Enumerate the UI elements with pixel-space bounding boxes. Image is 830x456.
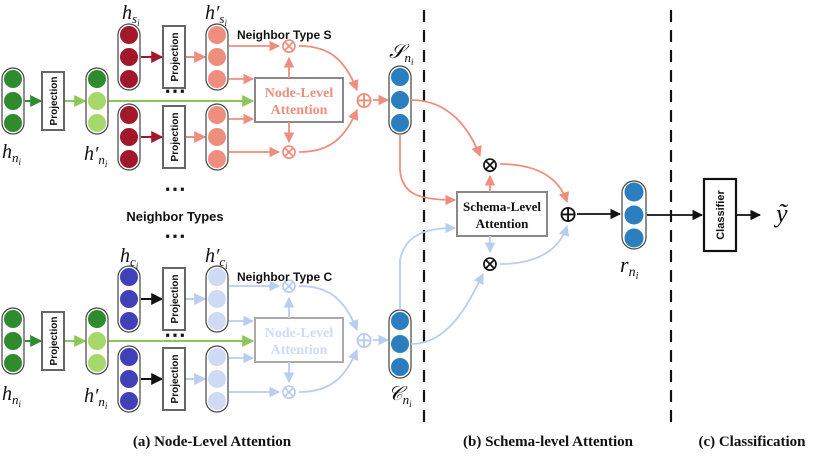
oplus-schema: ⊕ xyxy=(558,202,578,228)
label-neighbor-type-s: Neighbor Type S xyxy=(237,28,331,42)
projection-box-bottom: Projection xyxy=(41,311,65,371)
curve-S-to-otimes xyxy=(410,99,482,158)
classifier-label: Classifier xyxy=(715,190,727,240)
projection-box-s-lower: Projection xyxy=(162,105,186,169)
label-C: 𝒞ni xyxy=(388,383,412,409)
projection-label: Projection xyxy=(170,275,181,324)
h-n-vector-top xyxy=(1,67,25,135)
label-S: 𝒮ni xyxy=(389,41,414,67)
h-c-prime-vector-lower xyxy=(205,345,229,413)
node-level-attention-box-bottom: Node-Level Attention xyxy=(254,317,344,363)
h-n-prime-vector-top xyxy=(85,67,109,135)
label-h-c: hci xyxy=(120,245,139,271)
curve-otimes-upper-to-oplus xyxy=(298,45,359,92)
label-h-n-top: hni xyxy=(2,141,22,167)
node-level-label-line1: Node-Level xyxy=(265,86,334,101)
projection-label: Projection xyxy=(170,113,181,162)
h-c-prime-vector-upper xyxy=(205,265,229,333)
caption-c: (c) Classification xyxy=(698,434,806,450)
schema-level-attention-box: Schema-Level Attention xyxy=(456,191,548,237)
h-n-vector-bottom xyxy=(1,307,25,375)
schema-level-label-line2: Attention xyxy=(476,216,529,231)
label-h-n-prime-top: h′ni xyxy=(84,143,108,169)
otimes-bottom-upper: ⊗ xyxy=(280,273,298,298)
curve-otimes-c-upper-to-oplus xyxy=(298,285,359,332)
h-s-prime-vector-upper xyxy=(205,23,229,91)
h-s-vector-upper xyxy=(117,23,141,91)
label-h-n-prime-bottom: h′ni xyxy=(84,385,108,411)
projection-box-c-lower: Projection xyxy=(162,347,186,411)
curve-otimes-schema-lower-to-oplus xyxy=(499,224,570,265)
projection-box-c-upper: Projection xyxy=(162,267,186,331)
curve-S-to-schema xyxy=(399,134,457,206)
label-r: rni xyxy=(620,252,639,282)
ellipsis-bottom: ⋯ xyxy=(164,322,186,347)
label-neighbor-type-c: Neighbor Type C xyxy=(237,270,332,284)
ellipsis-mid-1: ⋯ xyxy=(164,176,186,201)
projection-label: Projection xyxy=(170,33,181,82)
h-c-vector-lower xyxy=(117,345,141,413)
oplus-top: ⊕ xyxy=(354,88,374,114)
h-s-prime-vector-lower xyxy=(205,103,229,171)
curve-C-to-schema xyxy=(399,222,457,310)
h-n-prime-vector-bottom xyxy=(85,307,109,375)
C-vector xyxy=(388,309,412,379)
otimes-schema-lower: ⊗ xyxy=(481,251,499,276)
otimes-top-lower: ⊗ xyxy=(280,139,298,164)
label-neighbor-types: Neighbor Types xyxy=(126,209,223,224)
ellipsis-mid-2: ⋯ xyxy=(164,223,186,248)
schema-level-label-line1: Schema-Level xyxy=(463,199,541,214)
otimes-top-upper: ⊗ xyxy=(280,33,298,58)
classifier-box: Classifier xyxy=(702,177,738,253)
projection-label: Projection xyxy=(49,317,60,366)
h-s-vector-lower xyxy=(117,103,141,171)
node-level-label-line2: Attention xyxy=(271,343,328,358)
otimes-bottom-lower: ⊗ xyxy=(280,379,298,404)
oplus-bottom: ⊕ xyxy=(354,328,374,354)
projection-label: Projection xyxy=(170,355,181,404)
ellipsis-top: ⋯ xyxy=(164,78,186,103)
label-h-s-prime: h′si xyxy=(205,2,227,28)
projection-label: Projection xyxy=(49,77,60,126)
caption-b: (b) Schema-level Attention xyxy=(463,434,634,450)
node-level-label-line1: Node-Level xyxy=(265,326,334,341)
label-y-tilde: ỹ xyxy=(773,199,789,228)
label-h-s: hsi xyxy=(122,2,140,28)
curve-otimes-schema-upper-to-oplus xyxy=(499,163,570,204)
otimes-schema-upper: ⊗ xyxy=(481,152,499,177)
curve-otimes-lower-to-oplus xyxy=(298,109,359,153)
label-h-c-prime: h′ci xyxy=(205,245,228,271)
curve-otimes-c-lower-to-oplus xyxy=(298,349,359,393)
node-level-attention-box-top: Node-Level Attention xyxy=(254,77,344,123)
S-vector xyxy=(388,65,412,135)
r-vector xyxy=(621,180,647,250)
projection-box-top: Projection xyxy=(41,71,65,131)
label-h-n-bottom: hni xyxy=(2,383,22,409)
projection-box-s-upper: Projection xyxy=(162,25,186,89)
curve-C-to-otimes xyxy=(410,273,484,345)
h-c-vector-upper xyxy=(117,265,141,333)
caption-a: (a) Node-Level Attention xyxy=(133,434,292,450)
node-level-label-line2: Attention xyxy=(271,103,328,118)
